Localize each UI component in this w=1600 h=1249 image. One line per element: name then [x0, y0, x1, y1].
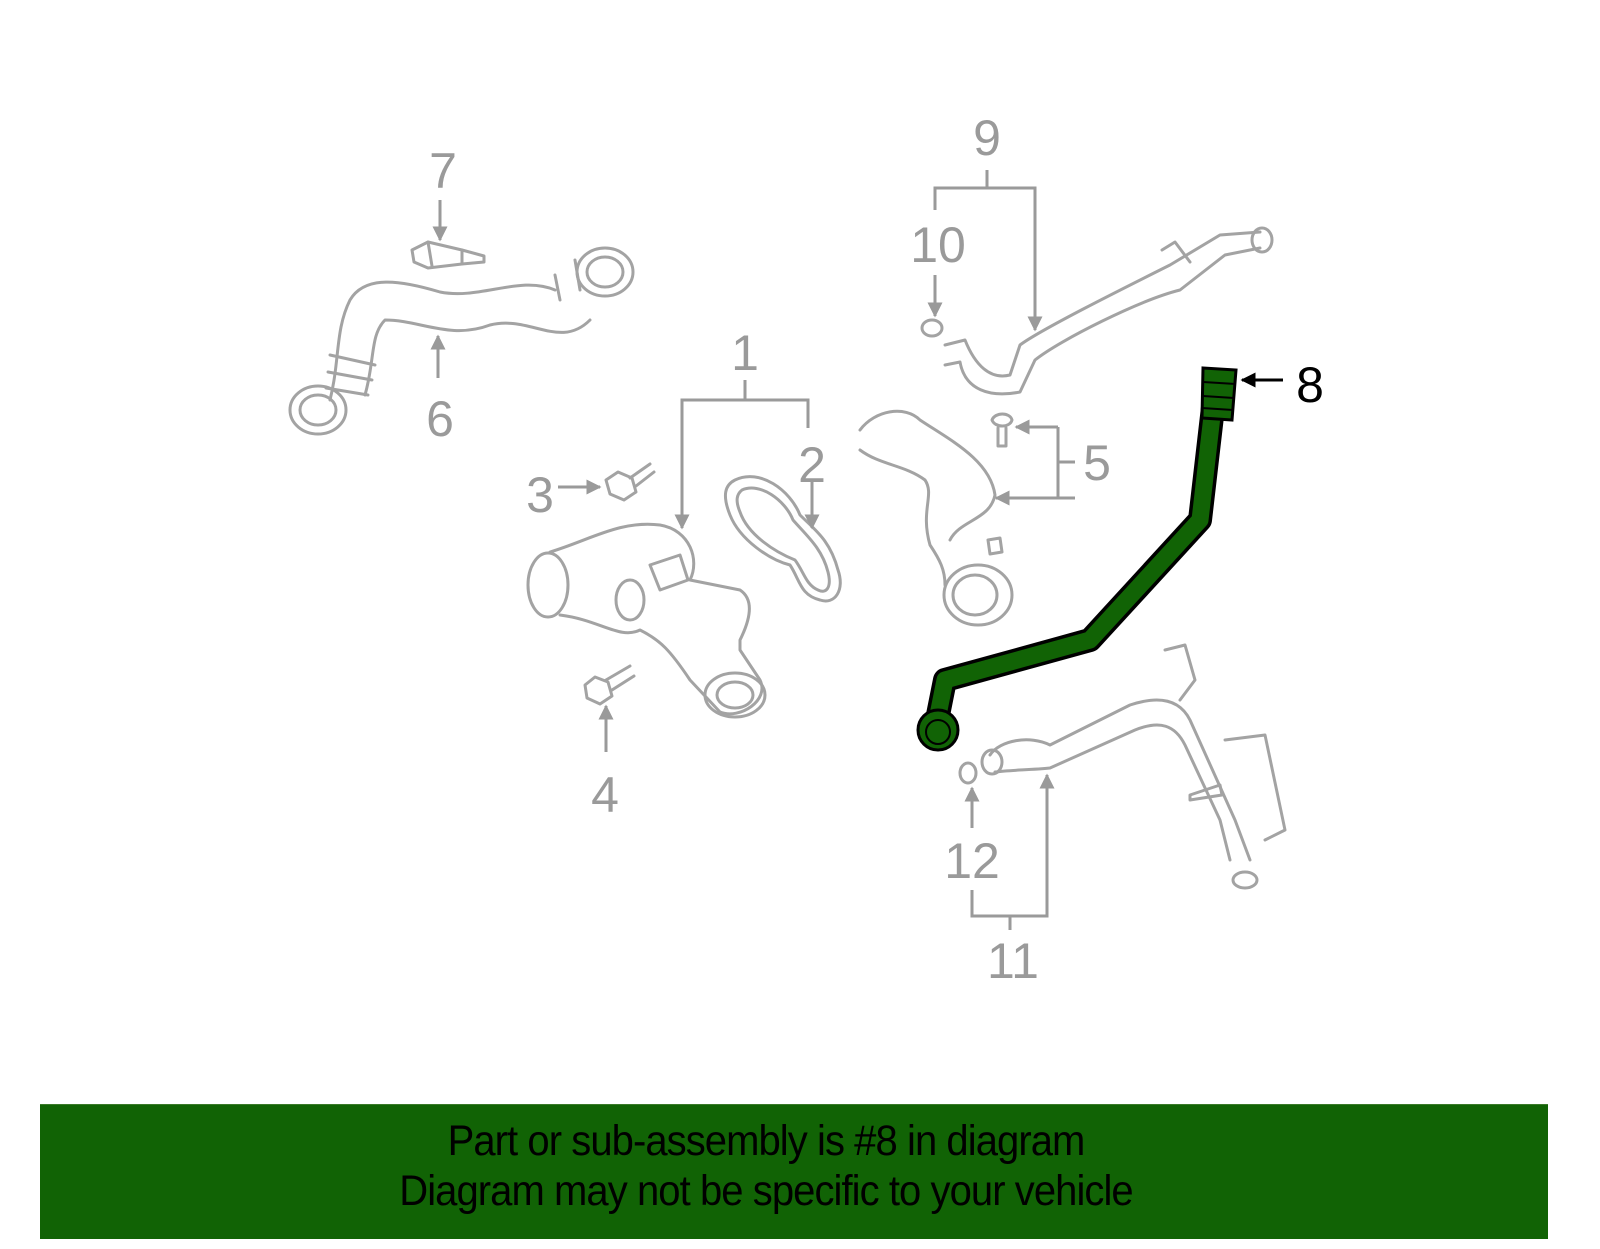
part-2-gasket[interactable] [723, 475, 842, 603]
callout-4: 4 [591, 767, 619, 823]
leader-lines [430, 170, 1283, 930]
callout-7: 7 [429, 143, 457, 199]
callout-6: 6 [426, 391, 454, 447]
callout-9: 9 [973, 110, 1001, 166]
callout-5: 5 [1083, 435, 1111, 491]
parts-diagram: 1 2 3 4 5 6 7 8 9 10 11 12 [288, 110, 1324, 989]
part-11-coolant-pipe[interactable] [980, 643, 1287, 890]
part-6-upper-hose[interactable] [288, 246, 635, 436]
part-8-hose-highlighted[interactable] [916, 366, 1238, 752]
callout-1: 1 [731, 325, 759, 381]
banner-disclaimer-text: Diagram may not be specific to your vehi… [399, 1167, 1133, 1215]
part-12-o-ring[interactable] [958, 761, 978, 785]
callout-12: 12 [944, 833, 1000, 889]
callout-8: 8 [1296, 357, 1324, 413]
banner-part-text: Part or sub-assembly is #8 in diagram [447, 1117, 1086, 1165]
part-info-banner: Part or sub-assembly is #8 in diagram Di… [40, 1104, 1548, 1239]
part-10-o-ring[interactable] [920, 318, 944, 338]
part-1-thermostat-housing[interactable] [526, 522, 767, 719]
part-5-lower-hose[interactable] [858, 409, 1014, 627]
part-7-sensor[interactable] [410, 240, 486, 270]
callout-11: 11 [987, 933, 1039, 989]
part-4-bolt[interactable] [583, 664, 636, 706]
part-3-bolt[interactable] [604, 462, 656, 502]
callout-10: 10 [910, 217, 966, 273]
callout-3: 3 [526, 467, 554, 523]
part-9-coolant-pipe[interactable] [943, 226, 1274, 396]
callout-2: 2 [798, 437, 826, 493]
